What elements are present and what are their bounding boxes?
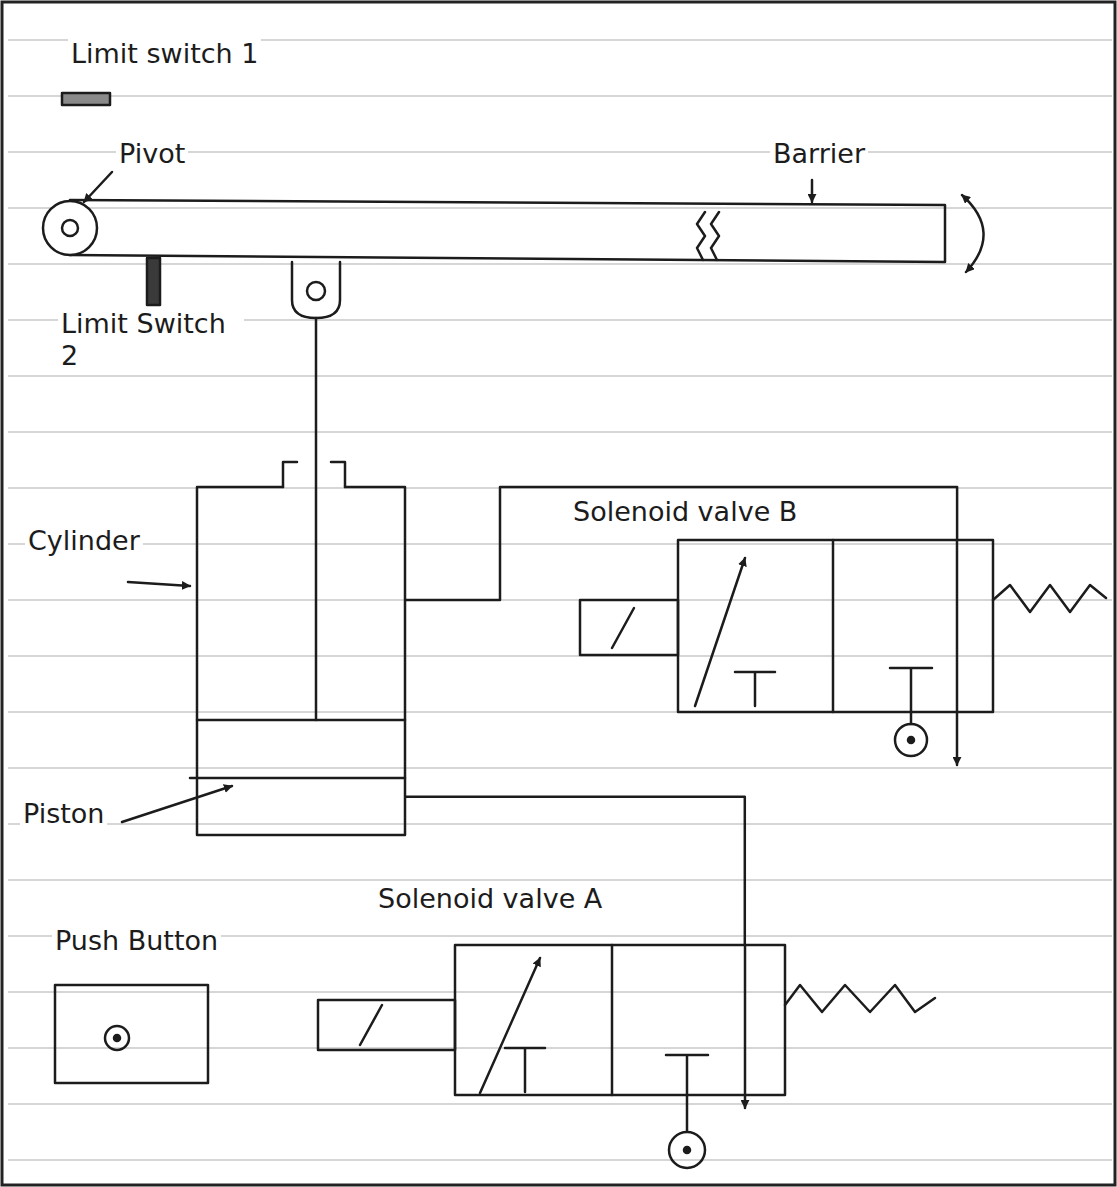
ruled-line (8, 823, 1112, 825)
push-button-box: Push Button (55, 985, 208, 1083)
blocked-port (890, 668, 932, 724)
ruled-line (8, 543, 1112, 545)
part-label: Cylinder (25, 525, 143, 557)
cylinder-outline (197, 487, 405, 835)
pivot-circle (43, 201, 97, 255)
clevis-pin (307, 282, 325, 300)
blocked-port (735, 672, 775, 706)
solenoid-valve: Solenoid valve A (318, 945, 785, 1095)
ruled-line (8, 1047, 1112, 1049)
pivot-pin (62, 220, 78, 236)
exhaust-dot (684, 1147, 690, 1153)
piston-top (197, 719, 405, 722)
part-label: Limit switch 1 (68, 38, 261, 70)
ruled-line (8, 1159, 1112, 1161)
valve-envelope (455, 945, 785, 1095)
limit-switch-symbol (147, 258, 160, 305)
pneumatic-line (405, 487, 957, 600)
clevis (292, 262, 340, 318)
ruled-line (8, 207, 1112, 209)
return-spring (785, 985, 935, 1012)
leader-line (122, 786, 232, 822)
swing-arrow (962, 195, 984, 272)
ruled-line (8, 991, 1112, 993)
ruled-line (8, 599, 1112, 601)
blocked-port (505, 1048, 545, 1092)
piston-bottom (190, 777, 405, 780)
flow-arrow (480, 958, 540, 1093)
part-label: Solenoid valve B (570, 496, 800, 528)
part-label: Barrier (770, 138, 868, 170)
break-mark (711, 212, 719, 260)
push-button-dot (114, 1035, 120, 1041)
leader-line (811, 180, 814, 202)
limit-switch-symbol (62, 93, 110, 105)
solenoid-coil (580, 600, 678, 655)
push-button-outline (55, 985, 208, 1083)
flow-arrow (695, 558, 745, 706)
flow-arrow (956, 540, 959, 765)
flow-arrow (744, 945, 747, 1108)
barrier-arm (70, 200, 945, 262)
ruled-line (8, 375, 1112, 377)
part-label: Push Button (52, 925, 221, 957)
part-label: Solenoid valve A (375, 883, 605, 915)
rod-gland (283, 462, 297, 487)
mechanism (43, 93, 1106, 1168)
ruled-line (8, 1103, 1112, 1105)
rod-gland (331, 462, 345, 487)
valve-envelope (678, 540, 993, 712)
cylinder-body: Cylinder (197, 487, 405, 835)
part-label: Pivot (116, 138, 188, 170)
ruled-line (8, 431, 1112, 433)
ruled-line (8, 263, 1112, 265)
exhaust-port (895, 724, 927, 756)
solenoid-slash (612, 608, 634, 648)
piston-rod (315, 318, 318, 720)
ruled-line (8, 879, 1112, 881)
exhaust-dot (908, 737, 914, 743)
part-label: Piston (20, 798, 107, 830)
ruled-line (8, 95, 1112, 97)
push-button-symbol (105, 1026, 129, 1050)
exhaust-port (669, 1132, 705, 1168)
ruled-lines (8, 40, 1112, 1160)
ruled-line (8, 767, 1112, 769)
valve-divider (832, 540, 835, 712)
break-mark (697, 212, 705, 260)
return-spring (993, 585, 1106, 612)
leader-line (84, 172, 112, 202)
part-label: Limit Switch 2 (58, 308, 244, 373)
solenoid-valve: Solenoid valve B (580, 540, 993, 712)
blocked-port (666, 1055, 708, 1131)
valve-divider (611, 945, 614, 1095)
solenoid-slash (360, 1005, 382, 1045)
solenoid-coil (318, 1000, 455, 1050)
pneumatic-line (405, 797, 745, 945)
ruled-line (8, 655, 1112, 657)
leader-line (128, 582, 190, 586)
